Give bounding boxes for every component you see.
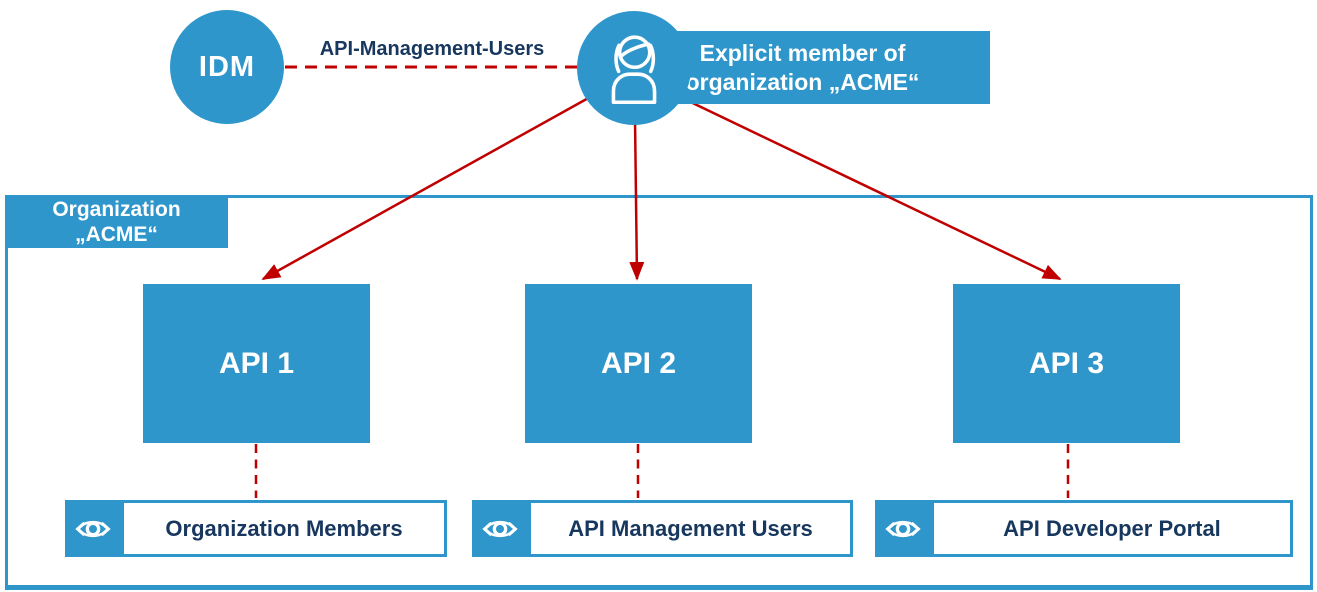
view-box-organization-members: Organization Members xyxy=(65,500,447,557)
organization-container xyxy=(5,195,1313,590)
person-icon xyxy=(601,31,667,105)
idm-label: IDM xyxy=(198,50,256,83)
organization-tab: Organization „ACME“ xyxy=(5,195,228,248)
user-badge-line2: organization „ACME“ xyxy=(685,68,920,95)
link-label: API-Management-Users xyxy=(319,38,545,60)
organization-tab-line2: „ACME“ xyxy=(75,222,158,246)
view-label: Organization Members xyxy=(121,500,447,557)
idm-circle: IDM xyxy=(170,10,284,124)
api-2-label: API 2 xyxy=(600,346,677,380)
view-label: API Management Users xyxy=(528,500,853,557)
user-badge-line1: Explicit member of xyxy=(699,39,906,66)
api-1-label: API 1 xyxy=(218,346,295,380)
organization-tab-line1: Organization xyxy=(52,197,181,221)
api-box-3: API 3 xyxy=(953,284,1180,443)
view-box-api-management-users: API Management Users xyxy=(472,500,853,557)
eye-icon xyxy=(65,500,121,557)
view-label: API Developer Portal xyxy=(931,500,1293,557)
view-box-api-developer-portal: API Developer Portal xyxy=(875,500,1293,557)
api-box-1: API 1 xyxy=(143,284,370,443)
user-circle xyxy=(577,11,691,125)
eye-icon xyxy=(875,500,931,557)
api-3-label: API 3 xyxy=(1028,346,1105,380)
api-box-2: API 2 xyxy=(525,284,752,443)
eye-icon xyxy=(472,500,528,557)
